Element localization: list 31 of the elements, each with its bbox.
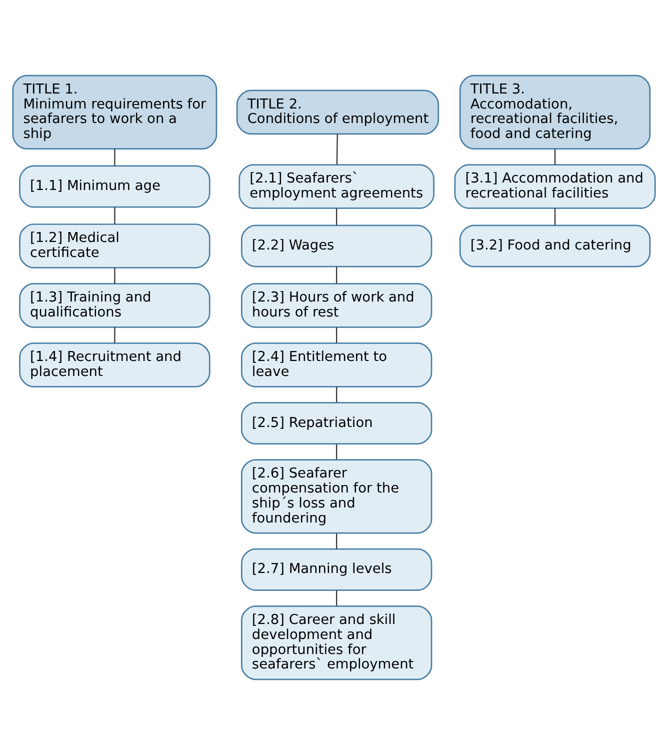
connector (336, 590, 338, 606)
node-box: [2.8] Career and skill development and opportunities for seafarers` employment (240, 606, 432, 680)
node-box: TITLE 1. Minimum requirements for seafarers to work on a ship (12, 74, 218, 150)
connector (114, 207, 116, 224)
connector (336, 208, 338, 226)
node-box: [1.3] Training and qualifications (19, 283, 210, 328)
node-box: [2.7] Manning levels (240, 548, 432, 591)
connector (554, 148, 556, 165)
connector (554, 208, 556, 226)
connector (336, 533, 338, 549)
connector (336, 266, 338, 284)
node-box: [2.1] Seafarers` employment agreements (238, 164, 434, 209)
connector (336, 134, 338, 164)
node-box: TITLE 2. Conditions of employment (236, 90, 440, 135)
connector (114, 148, 116, 166)
node-box: [3.1] Accommodation and recreational facilities (454, 164, 656, 209)
connector (336, 444, 338, 460)
connector (336, 327, 338, 343)
node-box: [1.1] Minimum age (19, 165, 210, 208)
node-box: [2.6] Seafarer compensation for the ship´s loss and foundering (240, 459, 432, 534)
connector (114, 327, 116, 343)
connector (114, 268, 116, 284)
node-box: [2.5] Repatriation (240, 402, 432, 445)
node-box: [2.4] Entitlement to leave (240, 342, 432, 388)
node-box: [2.3] Hours of work and hours of rest (240, 283, 432, 328)
node-box: [3.2] Food and catering (459, 224, 651, 268)
connector (336, 386, 338, 403)
node-box: [2.2] Wages (240, 224, 432, 268)
node-box: [1.4] Recruitment and placement (19, 342, 210, 388)
node-box: TITLE 3. Accomodation, recreational facilities, food and catering (459, 74, 651, 150)
node-box: [1.2] Medical certificate (19, 224, 210, 268)
